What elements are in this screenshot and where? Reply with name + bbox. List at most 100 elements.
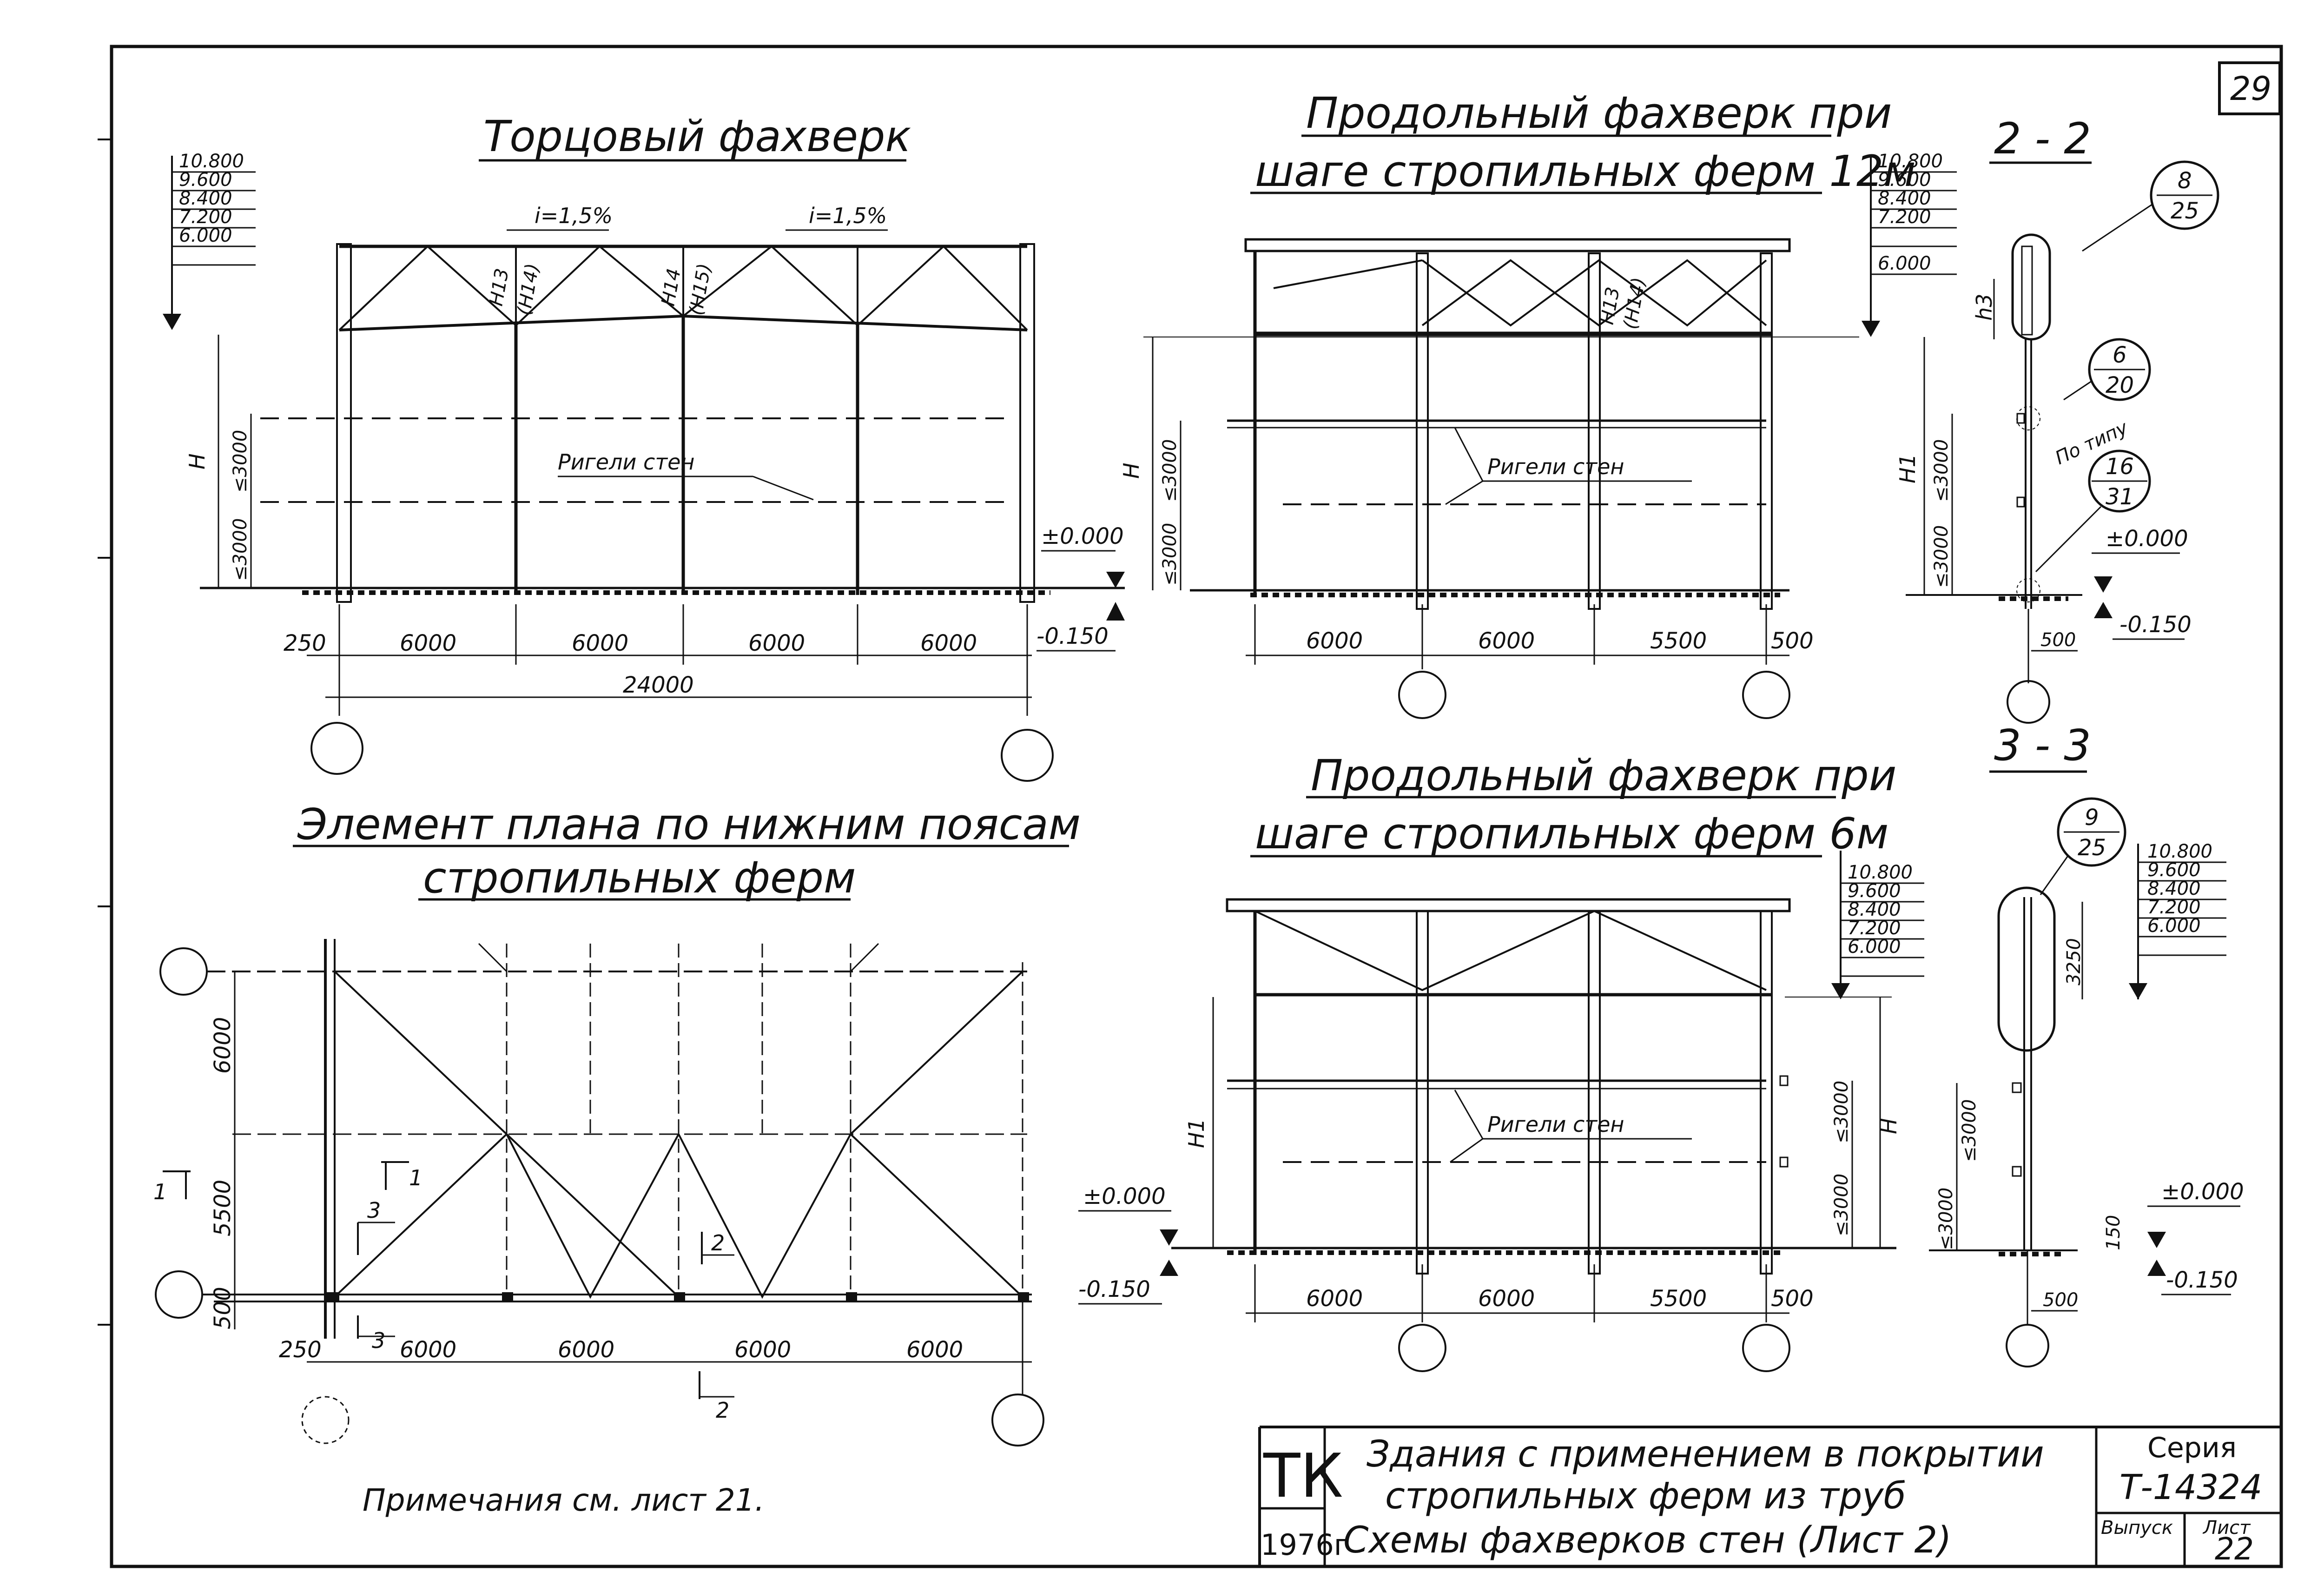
section-3-3-spacing-1: ≤3000 [1959,1099,1980,1162]
svg-text:20: 20 [2106,372,2134,398]
plan-nodes [325,1292,1029,1301]
plan-mark-3-bottom: 3 [372,1328,385,1353]
long-6m-axis-left [1398,1324,1446,1372]
long-6m-title-2: шаге стропильных ферм 6м [1255,809,1888,859]
end-wall-elev-4: 7.200 [179,206,232,228]
section-2-2-h1: H1 [1895,454,1920,483]
long-12m-spacing-2: ≤3000 [1159,523,1181,586]
long-12m-bay-2: 6000 [1478,628,1535,654]
plan-mark-1-left: 1 [153,1179,167,1204]
plan-mark-3-top: 3 [367,1198,381,1223]
long-12m-elev-1: 10.800 [1878,151,1943,172]
long-12m-spacing-1: ≤3000 [1159,439,1181,502]
issue-label: Выпуск [2101,1517,2173,1539]
plan-dim-b1: 250 [279,1337,322,1363]
svg-text:9.600: 9.600 [1848,880,1901,902]
series-value: Т-14324 [2119,1467,2262,1507]
long-12m-elev-4: 7.200 [1878,206,1931,228]
section-2-2-offset: 500 [2040,629,2076,651]
long-12m-elevation-stack: 10.800 9.600 8.400 7.200 6.000 [1862,151,1957,337]
end-wall-edge-dim: 250 [284,630,326,656]
end-wall-elev-3: 8.400 [179,188,232,209]
title-org: ТК [1263,1440,1343,1511]
section-2-2-spacing-2: ≤3000 [1931,525,1952,588]
svg-text:25: 25 [2078,835,2106,861]
end-wall-spacing-2: ≤3000 [230,518,251,581]
svg-text:6.000: 6.000 [1848,936,1901,958]
svg-text:9: 9 [2085,805,2099,831]
long-12m-height-label: H [1119,462,1144,479]
end-wall-height-label: H [185,453,210,469]
section-3-3: 3 - 3 9 25 10.800 9.600 8.400 7.200 6.00… [1929,720,2244,1367]
plan-axis-bottom-left [301,1396,350,1444]
end-wall-slope-right: i=1,5% [809,203,887,228]
end-wall-view: Торцовый фахверк 10.800 9.600 8.400 7.20… [163,112,1125,782]
long-12m-bay-4: 500 [1771,628,1814,654]
title-block: ТК 1976г Здания с применением в покрытии… [1258,1426,2280,1567]
end-wall-base-level: -0.150 [1037,623,1109,649]
end-wall-bay-3: 6000 [748,630,805,656]
section-3-3-spacing-2: ≤3000 [1935,1188,1957,1250]
long-6m-title-1: Продольный фахверк при [1311,751,1896,800]
plan-axis-bottom-right [991,1394,1044,1447]
callout-6-20: 6 20 [2063,338,2151,401]
svg-text:10.800: 10.800 [1848,862,1913,883]
section-3-3-ground: ±0.000 [2161,1179,2244,1205]
long-12m-bay-1: 6000 [1306,628,1363,654]
end-wall-elevation-stack: 10.800 9.600 8.400 7.200 6.000 [163,151,256,330]
long-6m-view: Продольный фахверк при шаге стропильных … [1078,751,1924,1372]
svg-text:31: 31 [2106,484,2134,510]
end-wall-slope-left: i=1,5% [535,203,613,228]
long-6m-bay-4: 500 [1771,1286,1814,1312]
long-6m-bay-3: 5500 [1650,1286,1707,1312]
end-wall-bay-4: 6000 [920,630,977,656]
plan-title-2: стропильных ферм [423,853,856,903]
end-wall-columns [336,243,1035,603]
section-2-2-axis [2007,680,2050,724]
end-wall-title: Торцовый фахверк [483,112,911,161]
long-12m-title-1: Продольный фахверк при [1306,88,1892,138]
long-12m-axis-right [1742,671,1790,719]
plan-dim-b4: 6000 [734,1337,791,1363]
plan-dim-v1: 6000 [210,1017,236,1074]
series-label: Серия [2147,1432,2237,1464]
section-2-2-title: 2 - 2 [1994,114,2091,164]
long-6m-spacing-2: ≤3000 [1831,1174,1852,1236]
plan-view: Элемент плана по нижним поясам стропильн… [153,799,1081,1447]
plan-mark-1-right: 1 [409,1165,423,1190]
section-2-2-spacing-1: ≤3000 [1931,439,1952,502]
end-wall-axis-left [310,722,363,775]
svg-text:6.000: 6.000 [2147,915,2201,937]
plan-title-1: Элемент плана по нижним поясам [297,799,1081,849]
long-12m-elev-5: 6.000 [1878,253,1931,274]
long-12m-girts-label: Ригели стен [1487,454,1624,479]
end-wall-total-dim: 24000 [623,672,694,698]
end-wall-truss-mark-3: Н14 [658,267,685,308]
long-6m-base: -0.150 [1078,1276,1150,1302]
callout-9-25: 9 25 [2040,797,2126,895]
section-2-2-h3: h3 [1972,294,1997,321]
section-3-3-title: 3 - 3 [1994,720,2091,770]
end-wall-ground-level: ±0.000 [1041,523,1124,549]
plan-dim-b5: 6000 [906,1337,963,1363]
end-wall-truss-mark-1: Н13 [486,267,513,308]
end-wall-bay-1: 6000 [400,630,456,656]
svg-text:7.200: 7.200 [1848,918,1901,939]
long-6m-h1: H1 [1184,1118,1209,1148]
end-wall-axis-right [1001,729,1054,782]
section-3-3-offset: 500 [2043,1289,2078,1311]
end-wall-truss-mark-4: (Н15) [686,262,716,317]
page-number: 29 [2230,70,2271,108]
long-6m-bay-2: 6000 [1478,1286,1535,1312]
section-3-3-small-dim: 150 [2103,1215,2124,1250]
plan-dim-v2: 5500 [210,1180,236,1236]
long-12m-bay-3: 5500 [1650,628,1707,654]
svg-text:8.400: 8.400 [1848,899,1901,920]
svg-text:8: 8 [2178,168,2192,194]
long-6m-girts-label: Ригели стен [1487,1112,1624,1137]
notes: Примечания см. лист 21. [363,1482,765,1518]
section-2-2: 2 - 2 8 25 6 20 По типу 16 31 [1895,114,2219,724]
long-6m-ground: ±0.000 [1083,1183,1166,1209]
callout-8-25: 8 25 [2082,160,2219,252]
title-line-1: Здания с применением в покрытии [1367,1433,2044,1475]
